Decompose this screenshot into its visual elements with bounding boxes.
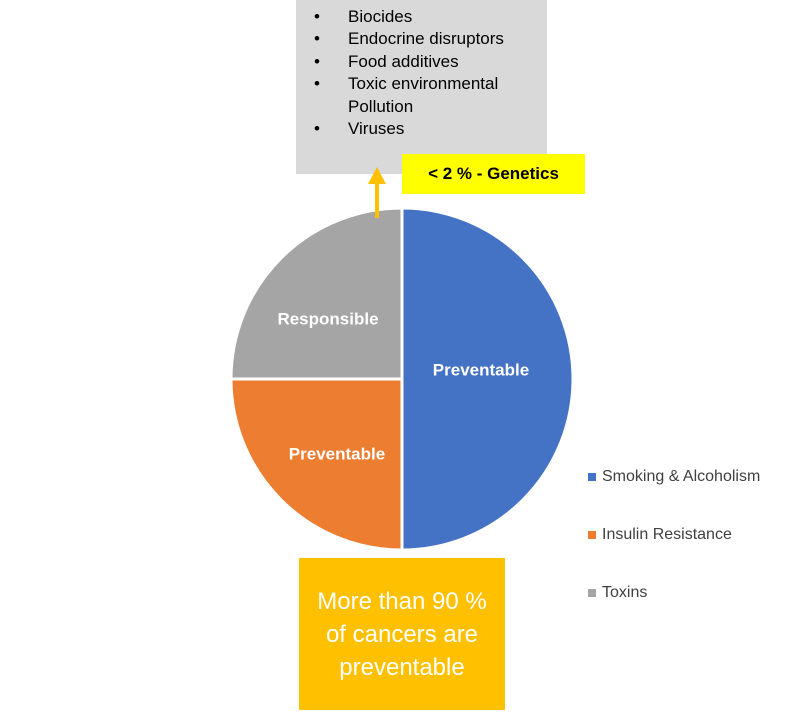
slice-label: Responsible (277, 309, 378, 328)
legend-swatch-orange (588, 530, 596, 539)
toxin-item: Endocrine disruptors (314, 28, 537, 51)
pie-slice (229, 377, 404, 552)
legend-item: Smoking & Alcoholism (588, 462, 760, 491)
legend-swatch-blue (588, 472, 596, 481)
pie-slice (400, 206, 575, 552)
genetics-label-box: < 2 % - Genetics (402, 154, 585, 194)
slice-label: Preventable (433, 360, 529, 379)
legend-label: Smoking & Alcoholism (602, 467, 761, 485)
toxin-item: Food additives (314, 51, 537, 74)
pie-slice (229, 206, 404, 381)
arrow-head-icon (368, 167, 386, 184)
legend: Smoking & Alcoholism Insulin Resistance … (588, 462, 760, 636)
legend-label: Toxins (602, 583, 648, 601)
callout-box: More than 90 % of cancers are preventabl… (299, 558, 505, 710)
toxin-item: Biocides (314, 6, 537, 29)
toxin-item: Viruses (314, 118, 537, 141)
toxin-item: Toxic environmental Pollution (314, 73, 537, 118)
toxin-list: Biocides Endocrine disruptors Food addit… (306, 6, 537, 141)
callout-text: More than 90 % of cancers are preventabl… (317, 587, 487, 681)
legend-item: Insulin Resistance (588, 520, 760, 549)
genetics-label: < 2 % - Genetics (428, 164, 559, 183)
toxin-list-box: Biocides Endocrine disruptors Food addit… (296, 0, 547, 174)
legend-item: Toxins (588, 578, 760, 607)
legend-swatch-gray (588, 588, 596, 597)
slice-label: Preventable (289, 444, 385, 463)
legend-label: Insulin Resistance (602, 525, 732, 543)
